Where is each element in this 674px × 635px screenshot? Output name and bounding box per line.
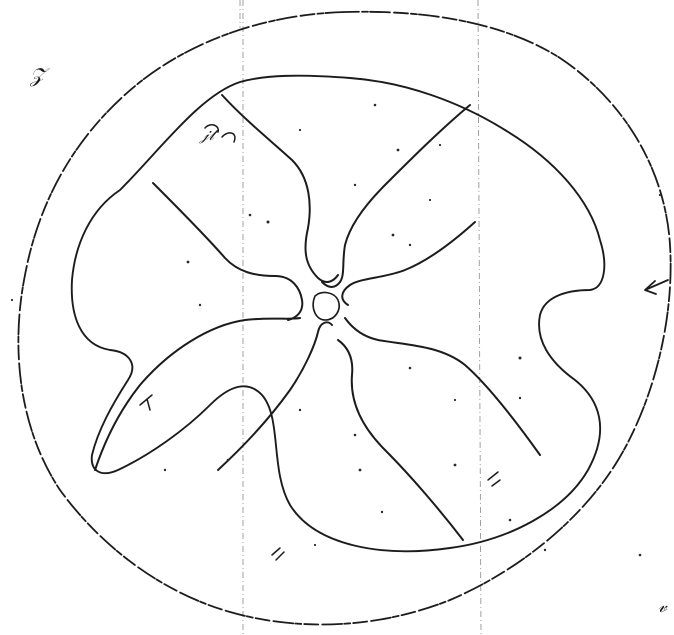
handwritten-mark-inner: 𝒿𝓉 [199,125,219,144]
scribble-bottom-mark [272,548,284,560]
arrow-mark [645,280,668,294]
blade-lower-arm [338,340,463,540]
center-hole [313,293,339,320]
blade-upper-left [222,95,338,282]
blade-left-arm [153,183,302,320]
blade-bottom-arm [218,322,332,470]
blade-right-arm [342,222,475,305]
speckle-dots [11,104,661,557]
handwritten-mark-top-left: 𝒵 [29,63,50,87]
guide-line-right [478,0,481,635]
scribble-right-mark [488,472,500,486]
inner-lobed-outline [72,76,605,552]
blade-lower-left [95,318,300,470]
handwritten-mark-bottom-right: 𝓋 [658,596,668,617]
blade-lower-right [345,318,540,455]
blade-upper-right [322,105,470,287]
scribble-left-arrow [140,395,152,410]
